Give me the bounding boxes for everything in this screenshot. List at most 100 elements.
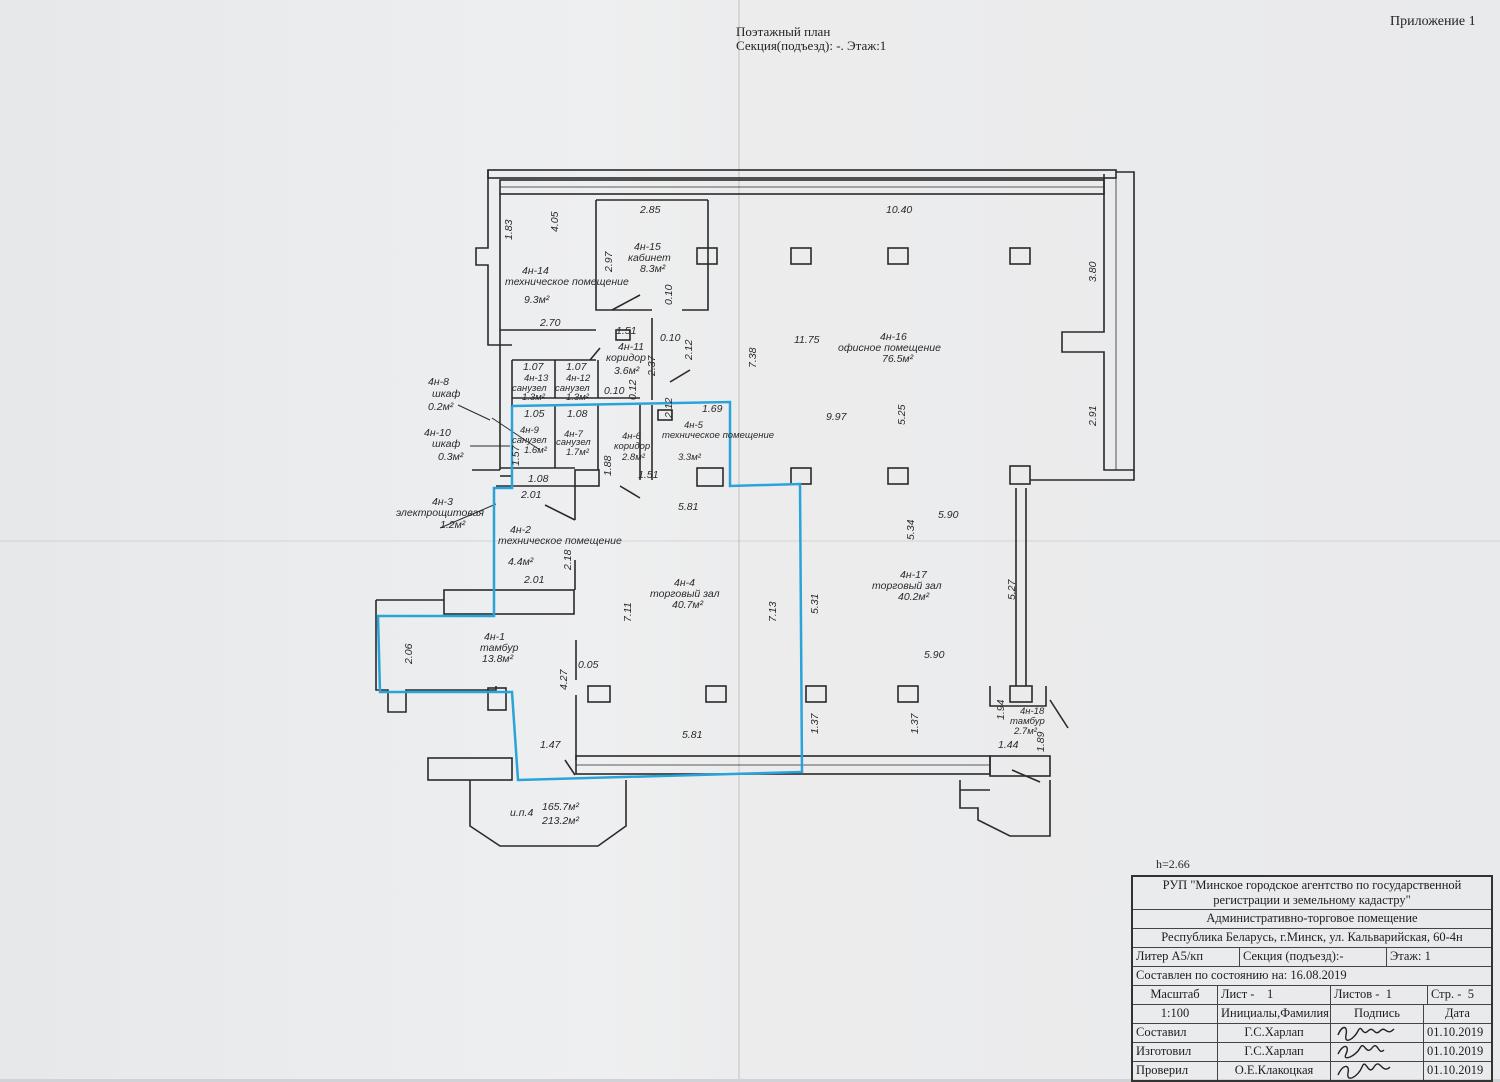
- scale-value: 1:100: [1133, 1005, 1218, 1023]
- svg-text:техническое помещение: техническое помещение: [505, 276, 629, 288]
- total-area: 165.7м²: [542, 801, 579, 813]
- dimension-label: 1.69: [702, 403, 723, 415]
- svg-text:4н-5: 4н-5: [684, 420, 704, 431]
- org-name: РУП "Минское городское агентство по госу…: [1162, 878, 1462, 907]
- signature: [1334, 1044, 1400, 1060]
- room-label: 4н-10 шкаф 0.3м²: [424, 427, 464, 463]
- page-title: Поэтажный план: [736, 24, 831, 39]
- svg-text:4н-14: 4н-14: [522, 265, 549, 277]
- svg-text:4н-4: 4н-4: [674, 577, 695, 589]
- dimension-label: 1.37: [909, 712, 921, 734]
- svg-text:4.4м²: 4.4м²: [508, 556, 534, 568]
- svg-text:2.7м²: 2.7м²: [1013, 726, 1038, 737]
- highlight-outline: [376, 400, 804, 782]
- room-label: 4н-15 кабинет 8.3м²: [628, 241, 671, 275]
- object-name: Административно-торговое помещение: [1206, 911, 1418, 925]
- dimension-label: 1.47: [540, 739, 562, 751]
- svg-text:тамбур: тамбур: [480, 642, 519, 654]
- room-label: 4н-12 санузел 1.3м²: [555, 373, 591, 403]
- svg-text:офисное помещение: офисное помещение: [838, 342, 941, 354]
- role: Изготовил: [1133, 1043, 1218, 1061]
- svg-text:тамбур: тамбур: [1010, 716, 1045, 727]
- liter: Литер А5/кп: [1133, 948, 1240, 966]
- ceiling-height: h=2.66: [1156, 857, 1190, 871]
- dimension-label: 1.07: [566, 361, 588, 373]
- dimension-label: 1.08: [567, 408, 588, 420]
- wall: [1061, 171, 1135, 471]
- entrance-label: и.п.4: [510, 807, 533, 819]
- svg-text:76.5м²: 76.5м²: [882, 353, 914, 365]
- dimension-label: 2.06: [403, 643, 415, 665]
- svg-text:13.8м²: 13.8м²: [482, 653, 514, 665]
- dimension-label: 5.90: [938, 509, 959, 521]
- dimension-label: 5.81: [678, 501, 698, 513]
- room-label: 4н-5 техническое помещение 3.3м²: [662, 420, 774, 463]
- svg-text:техническое помещение: техническое помещение: [662, 430, 774, 441]
- dimension-label: 1.05: [524, 408, 545, 420]
- dimension-label: 5.34: [905, 519, 917, 540]
- svg-text:4н-8: 4н-8: [428, 376, 449, 388]
- svg-text:коридор: коридор: [614, 441, 650, 452]
- svg-text:4н-1: 4н-1: [484, 631, 505, 643]
- room-label: 4н-6 коридор 2.8м²: [614, 431, 650, 463]
- sheet-label: Лист -: [1221, 987, 1255, 1001]
- page-value: 5: [1467, 987, 1474, 1001]
- page-label: Стр. -: [1431, 987, 1462, 1001]
- dimension-label: 7.11: [622, 602, 634, 622]
- title-block: РУП "Минское городское агентство по госу…: [1131, 875, 1493, 1082]
- svg-text:40.7м²: 40.7м²: [672, 599, 704, 611]
- wall: [499, 194, 596, 331]
- svg-text:4н-11: 4н-11: [618, 341, 644, 353]
- sign-date: 01.10.2019: [1427, 1063, 1484, 1077]
- dimension-label: 1.57: [510, 444, 522, 466]
- svg-text:1.6м²: 1.6м²: [524, 445, 548, 456]
- columns: [587, 247, 1033, 703]
- page-subtitle: Секция(подъезд): -. Этаж:1: [736, 38, 887, 53]
- room-label: 4н-1 тамбур 13.8м²: [480, 631, 519, 665]
- room-label: 4н-17 торговый зал 40.2м²: [872, 569, 942, 603]
- address: Республика Беларусь, г.Минск, ул. Кальва…: [1161, 930, 1463, 944]
- room-label: 4н-3 электрощитовая 1.2м²: [396, 496, 484, 531]
- signature: [1334, 1063, 1400, 1079]
- dimension-label: 4.05: [549, 211, 561, 232]
- svg-text:4н-13: 4н-13: [524, 373, 549, 384]
- scale-label: Масштаб: [1133, 986, 1218, 1004]
- dimension-label: 2.97: [603, 250, 615, 273]
- svg-text:шкаф: шкаф: [432, 438, 461, 450]
- dimension-label: 1.08: [528, 473, 549, 485]
- floor: Этаж: 1: [1390, 949, 1431, 963]
- dimension-label: 5.31: [809, 594, 821, 614]
- person-name: Г.С.Харлап: [1218, 1043, 1331, 1061]
- dimension-label: 2.18: [562, 549, 574, 571]
- room-label: 4н-8 шкаф 0.2м²: [428, 376, 461, 413]
- dimension-label: 0.10: [604, 385, 625, 397]
- section: Секция (подъезд):-: [1240, 948, 1387, 966]
- sheet-value: 1: [1266, 987, 1274, 1001]
- dimension-label: 0.10: [660, 332, 681, 344]
- svg-text:кабинет: кабинет: [628, 252, 671, 264]
- dimension-label: 2.12: [663, 397, 675, 419]
- dimension-label: 5.81: [682, 729, 702, 741]
- room-label: 4н-13 санузел 1.3м²: [512, 373, 549, 403]
- sheets-label: Листов -: [1334, 987, 1380, 1001]
- wall: [595, 200, 652, 311]
- dimension-label: 2.70: [539, 317, 561, 329]
- svg-text:санузел: санузел: [512, 435, 547, 446]
- wall: [475, 170, 512, 346]
- svg-text:4н-18: 4н-18: [1020, 706, 1045, 717]
- dimension-label: 7.38: [747, 347, 759, 368]
- dimension-label: 2.01: [520, 489, 541, 501]
- sign-date: 01.10.2019: [1427, 1044, 1484, 1058]
- dimension-label: 2.01: [523, 574, 544, 586]
- entrance-porch: [469, 780, 627, 847]
- person-name: О.Е.Клакоцкая: [1218, 1062, 1331, 1080]
- svg-text:санузел: санузел: [555, 383, 590, 394]
- svg-text:2.8м²: 2.8м²: [621, 452, 646, 463]
- dimension-label: 1.51: [638, 469, 658, 481]
- sheets-value: 1: [1385, 987, 1392, 1001]
- dimension-label: 2.37: [646, 354, 658, 377]
- role: Проверил: [1133, 1062, 1218, 1080]
- svg-text:4н-2: 4н-2: [510, 524, 531, 536]
